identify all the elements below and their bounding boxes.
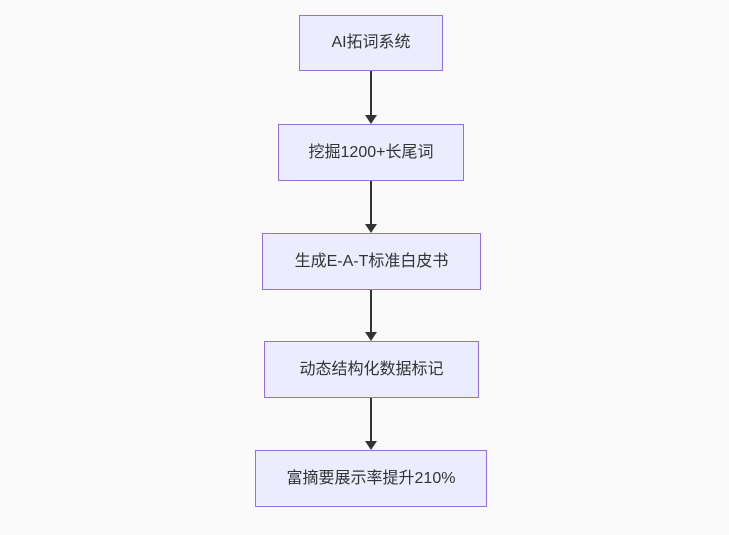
flow-node-rich-snippet-lift: 富摘要展示率提升210% [255,450,487,507]
flow-node-longtail-mining: 挖掘1200+长尾词 [278,124,464,181]
flow-node-structured-data-markup: 动态结构化数据标记 [264,341,479,398]
flow-node-label: 挖掘1200+长尾词 [308,143,434,161]
flow-node-ai-word-expansion: AI拓词系统 [299,15,443,71]
arrowhead-down-icon [365,115,377,124]
flow-node-label: 动态结构化数据标记 [299,360,444,378]
arrow-line [370,71,372,115]
flow-node-label: 富摘要展示率提升210% [286,469,456,487]
flow-arrow [365,290,377,341]
arrow-line [370,290,372,332]
flow-arrow [365,398,377,450]
arrowhead-down-icon [365,332,377,341]
arrow-line [370,181,372,224]
flow-node-label: 生成E-A-T标准白皮书 [294,252,449,270]
flow-arrow [365,181,377,233]
flow-node-eat-whitepaper: 生成E-A-T标准白皮书 [262,233,481,290]
arrowhead-down-icon [365,441,377,450]
arrowhead-down-icon [365,224,377,233]
flow-node-label: AI拓词系统 [331,34,411,52]
arrow-line [370,398,372,441]
flow-arrow [365,71,377,124]
